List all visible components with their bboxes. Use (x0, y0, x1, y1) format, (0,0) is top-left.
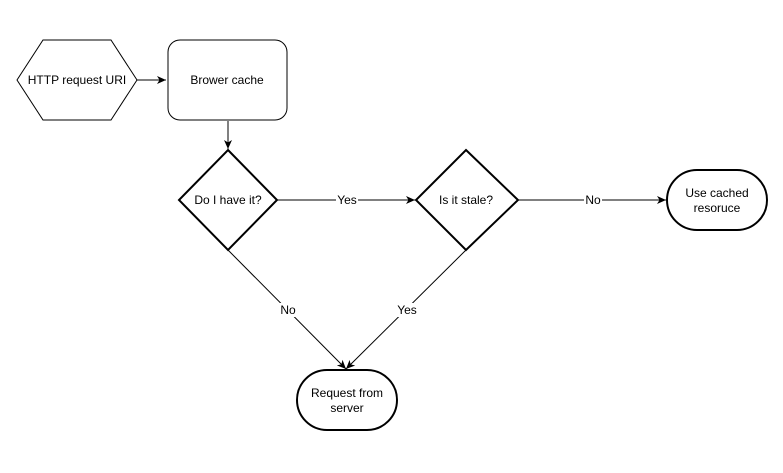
node-label-http-request-uri: HTTP request URI (28, 73, 126, 87)
decision-label-do-i-have-it: Do I have it? (194, 193, 262, 207)
terminator-label-use-cached-line1: Use cached (685, 186, 748, 200)
terminator-use-cached-resource: Use cached resoruce (666, 169, 768, 231)
decision-label-is-it-stale: Is it stale? (439, 193, 493, 207)
edge-label-have-it-no: No (280, 303, 296, 317)
terminator-label-request-server-line1: Request from (311, 386, 383, 400)
node-label-browser-cache: Brower cache (190, 73, 264, 87)
terminator-request-from-server: Request from server (296, 369, 398, 431)
edge-label-stale-no: No (585, 193, 601, 207)
node-browser-cache: Brower cache (167, 39, 288, 121)
decision-do-i-have-it: Do I have it? (177, 148, 279, 252)
edge-label-stale-yes: Yes (397, 303, 417, 317)
terminator-label-use-cached-line2: resoruce (694, 201, 741, 215)
edge-label-have-it-yes: Yes (337, 193, 357, 207)
node-http-request-uri: HTTP request URI (16, 39, 138, 121)
terminator-label-request-server-line2: server (330, 401, 363, 415)
decision-is-it-stale: Is it stale? (414, 148, 520, 252)
